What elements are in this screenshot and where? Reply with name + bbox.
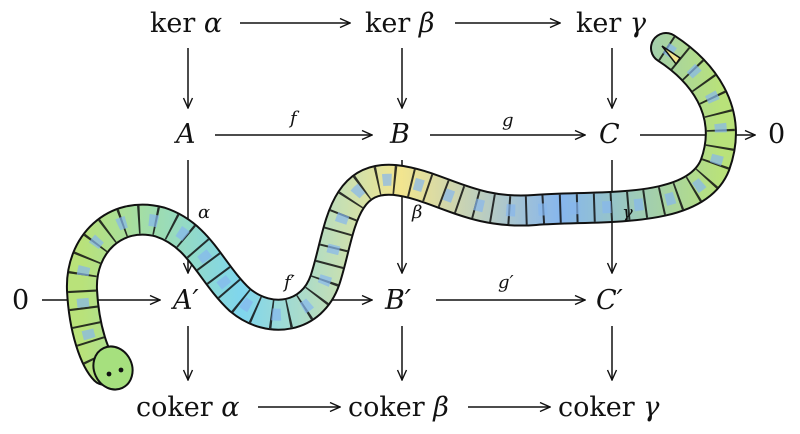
node-C-prime: C′ (596, 285, 623, 316)
coker-gamma-sym: γ (643, 392, 660, 423)
node-B-prime: B′ (385, 285, 411, 316)
kernel-vertical-arrows (188, 48, 612, 108)
coker-beta-sym: β (433, 392, 449, 423)
label-gamma: γ (622, 202, 633, 223)
node-A-prime: A′ (173, 285, 199, 316)
node-zero-right: 0 (768, 119, 786, 150)
snake-connecting-map (65, 32, 737, 391)
label-alpha: α (198, 202, 211, 223)
ker-beta-word: ker (365, 8, 411, 39)
node-A: A (176, 119, 196, 150)
coker-alpha-word: coker (136, 392, 213, 423)
node-coker-gamma: coker γ (558, 394, 659, 421)
node-zero-left: 0 (12, 285, 30, 316)
ker-alpha-word: ker (150, 8, 196, 39)
label-beta: β (412, 202, 423, 223)
label-g-prime: g′ (498, 272, 514, 293)
node-C: C (599, 119, 620, 150)
snake-eye-right (118, 367, 124, 373)
snake-mosaic-lines-alt (75, 42, 727, 375)
node-B: B (390, 119, 410, 150)
node-coker-beta: coker β (348, 394, 449, 421)
label-g: g (502, 110, 514, 131)
label-f: f (290, 108, 297, 129)
snake-head (92, 345, 134, 391)
ker-beta-sym: β (418, 8, 435, 39)
node-coker-alpha: coker α (136, 394, 239, 421)
ker-gamma-sym: γ (629, 8, 646, 39)
snake-eye-left (106, 371, 112, 377)
cokernel-vertical-arrows (188, 326, 612, 380)
node-ker-alpha: ker α (150, 10, 222, 37)
coker-gamma-word: coker (558, 392, 635, 423)
ker-gamma-word: ker (576, 8, 622, 39)
node-ker-beta: ker β (365, 10, 434, 37)
label-f-prime: f′ (284, 272, 295, 293)
coker-alpha-sym: α (221, 392, 240, 423)
ker-alpha-sym: α (203, 8, 223, 39)
coker-beta-word: coker (348, 392, 425, 423)
snake-tail (661, 45, 682, 66)
node-ker-gamma: ker γ (576, 10, 646, 37)
